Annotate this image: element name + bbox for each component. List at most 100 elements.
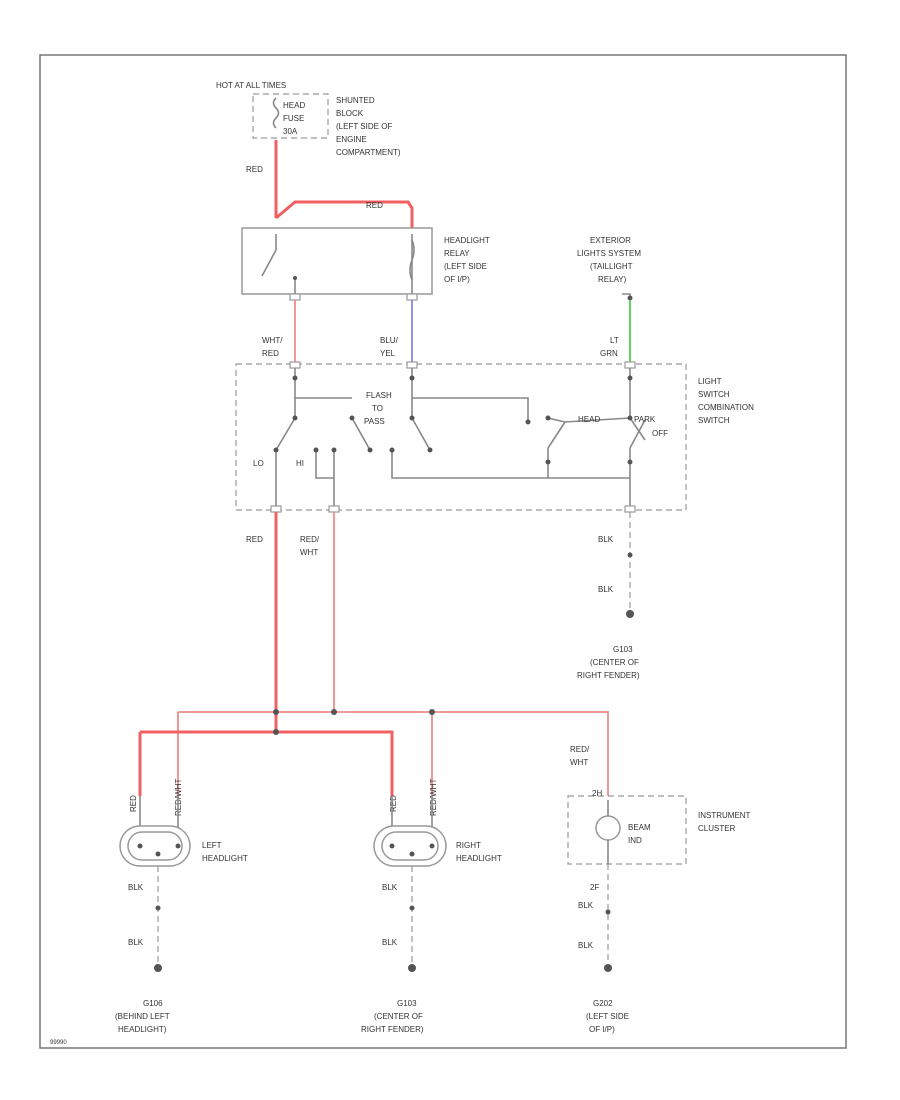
fuse-line-2: FUSE xyxy=(283,114,304,123)
right-hl-node-1 xyxy=(389,843,395,849)
relay-line-4: OF I/P) xyxy=(444,275,470,284)
right-hl-line-2: HEADLIGHT xyxy=(456,854,502,863)
switch-hi-label: HI xyxy=(296,459,304,468)
flash-line-3: PASS xyxy=(364,417,385,426)
relay-right-wire-2: YEL xyxy=(380,349,396,358)
switch-node-5 xyxy=(409,415,415,421)
right-hl-leads xyxy=(391,796,433,830)
switch-off-label: OFF xyxy=(652,429,668,438)
right-hl-line-1: RIGHT xyxy=(456,841,481,850)
relay-contacts xyxy=(261,234,413,294)
ground-left-line-2: (BEHIND LEFT xyxy=(115,1012,170,1021)
flash-line-2: TO xyxy=(372,404,383,413)
switch-blade-head xyxy=(547,421,566,478)
switch-blade-b xyxy=(411,417,431,451)
g-upper-line-3: RIGHT FENDER) xyxy=(577,671,640,680)
relay-left-wire-2: RED xyxy=(262,349,279,358)
cluster-wire-2: WHT xyxy=(570,758,588,767)
switch-conn-2 xyxy=(406,361,418,369)
cluster-ground-symbol xyxy=(604,964,612,972)
flash-line-1: FLASH xyxy=(366,391,392,400)
fuse-line-3: 30A xyxy=(283,127,298,136)
exterior-line-1: EXTERIOR xyxy=(590,236,631,245)
diagram-frame xyxy=(39,54,847,1049)
right-ground-symbol xyxy=(408,964,416,972)
upper-gnd-label-1: BLK xyxy=(598,535,614,544)
instrument-cluster: 2H BEAM IND INSTRUMENT CLUSTER 2F xyxy=(567,789,751,892)
right-gnd-label-1: BLK xyxy=(382,883,398,892)
switch-wire-b xyxy=(411,368,529,422)
block-line-4: ENGINE xyxy=(336,135,367,144)
left-hl-line-2: HEADLIGHT xyxy=(202,854,248,863)
switch-node-13 xyxy=(367,447,373,453)
red-feed-label: RED xyxy=(246,165,263,174)
switch-conn-gnd xyxy=(624,505,636,513)
switch-wire-a xyxy=(294,368,352,418)
left-hl-leads xyxy=(139,796,179,830)
hi-wire-label-1: RED/ xyxy=(300,535,320,544)
switch-node-4 xyxy=(409,375,415,381)
hi-bus xyxy=(178,711,609,796)
left-ground-symbol xyxy=(154,964,162,972)
switch-node-12 xyxy=(331,447,337,453)
relay-line-1: HEADLIGHT xyxy=(444,236,490,245)
ground-center-line-3: RIGHT FENDER) xyxy=(361,1025,424,1034)
switch-node-8 xyxy=(627,375,633,381)
left-headlight: LEFT HEADLIGHT xyxy=(119,796,248,867)
block-line-1: SHUNTED xyxy=(336,96,375,105)
left-hl-node-1 xyxy=(137,843,143,849)
cluster-gnd-node xyxy=(605,909,611,915)
cluster-pin-bottom: 2F xyxy=(590,883,599,892)
switch-node-3 xyxy=(349,415,355,421)
switch-node-6 xyxy=(525,419,531,425)
ground-center-line-1: G103 xyxy=(397,999,417,1008)
bus-node-3 xyxy=(429,709,435,715)
left-hl-wire-1: RED xyxy=(129,795,138,812)
ground-right-line-3: OF I/P) xyxy=(589,1025,615,1034)
cluster-gnd-label-2: BLK xyxy=(578,941,594,950)
red-relay-top-wire xyxy=(275,200,414,230)
hi-wire-label-2: WHT xyxy=(300,548,318,557)
cluster-gnd-label-1: BLK xyxy=(578,901,594,910)
switch-blade-lo-hi xyxy=(281,417,296,441)
block-line-5: COMPARTMENT) xyxy=(336,148,401,157)
fuse-symbol xyxy=(272,97,280,129)
headlight-relay: HEADLIGHT RELAY (LEFT SIDE OF I/P) xyxy=(241,227,490,295)
footer-code: 99990 xyxy=(50,1040,67,1046)
g-upper-line-2: (CENTER OF xyxy=(590,658,639,667)
ground-left-line-3: HEADLIGHT) xyxy=(118,1025,167,1034)
switch-park-label: PARK xyxy=(634,415,656,424)
switch-head-label: HEAD xyxy=(578,415,600,424)
switch-blade-flash xyxy=(351,417,371,451)
switch-line-2: SWITCH xyxy=(698,390,730,399)
switch-hi-wires xyxy=(315,450,335,508)
switch-line-1: LIGHT xyxy=(698,377,722,386)
ext-wire-2: GRN xyxy=(600,349,618,358)
exterior-line-4: RELAY) xyxy=(598,275,627,284)
bus-node-4 xyxy=(273,729,279,735)
right-hl-node-2 xyxy=(429,843,435,849)
lo-wire-label: RED xyxy=(246,535,263,544)
relay-left-wire-1: WHT/ xyxy=(262,336,283,345)
upper-gnd-node xyxy=(627,552,633,558)
cluster-ind-line-2: IND xyxy=(628,836,642,845)
fuse-block: HOT AT ALL TIMES HEAD FUSE 30A SHUNTED B… xyxy=(216,81,401,157)
left-hl-node-3 xyxy=(155,851,161,857)
switch-node-7 xyxy=(545,415,551,421)
relay-connector-right xyxy=(406,293,418,301)
left-gnd-label-1: BLK xyxy=(128,883,144,892)
g-upper-line-1: G103 xyxy=(613,645,633,654)
upper-ground-symbol xyxy=(626,610,634,618)
block-line-2: BLOCK xyxy=(336,109,364,118)
exterior-node xyxy=(627,295,633,301)
switch-line-3: COMBINATION xyxy=(698,403,754,412)
switch-node-1 xyxy=(292,375,298,381)
ground-right-line-2: (LEFT SIDE xyxy=(586,1012,629,1021)
left-hl-node-2 xyxy=(175,843,181,849)
relay-line-3: (LEFT SIDE xyxy=(444,262,487,271)
cluster-pin-top: 2H xyxy=(592,789,602,798)
right-hl-node-3 xyxy=(409,851,415,857)
block-line-3: (LEFT SIDE OF xyxy=(336,122,392,131)
switch-node-9 xyxy=(627,415,633,421)
